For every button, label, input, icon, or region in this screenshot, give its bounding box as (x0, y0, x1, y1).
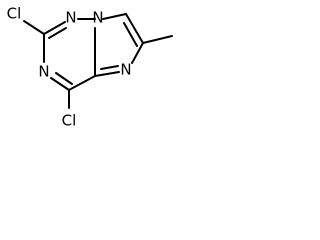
bond-c4-c4a (68, 75, 96, 91)
atom-n-triazine-left: N (38, 63, 49, 81)
atom-n-triazine-top: N (65, 9, 76, 27)
bond-c8-c7-double (123, 22, 138, 47)
bond-c7-n6 (131, 42, 144, 64)
atom-cl-top: Cl (7, 5, 22, 23)
bond-c2-n1 (43, 21, 66, 35)
bond-n6-c4a-double (100, 65, 119, 70)
atom-n-imidazole: N (120, 61, 131, 79)
chemical-structure: Cl N N N N Cl (7, 5, 173, 130)
bond-n3-c4-double (55, 72, 73, 85)
atom-cl-bottom: Cl (62, 112, 77, 130)
bond-c7-methyl (142, 35, 173, 44)
atom-n-bridge: N (92, 9, 103, 27)
bond-cl-c2 (23, 20, 45, 35)
bond-n8a-c8 (102, 13, 127, 20)
bond-n6-c4a (94, 71, 120, 77)
bond-c2-n1-double (48, 27, 67, 39)
bond-c8-c7 (125, 13, 144, 44)
bond-n3-c4 (50, 77, 70, 91)
bonds (23, 13, 173, 109)
atom-labels: Cl N N N N Cl (7, 5, 132, 130)
